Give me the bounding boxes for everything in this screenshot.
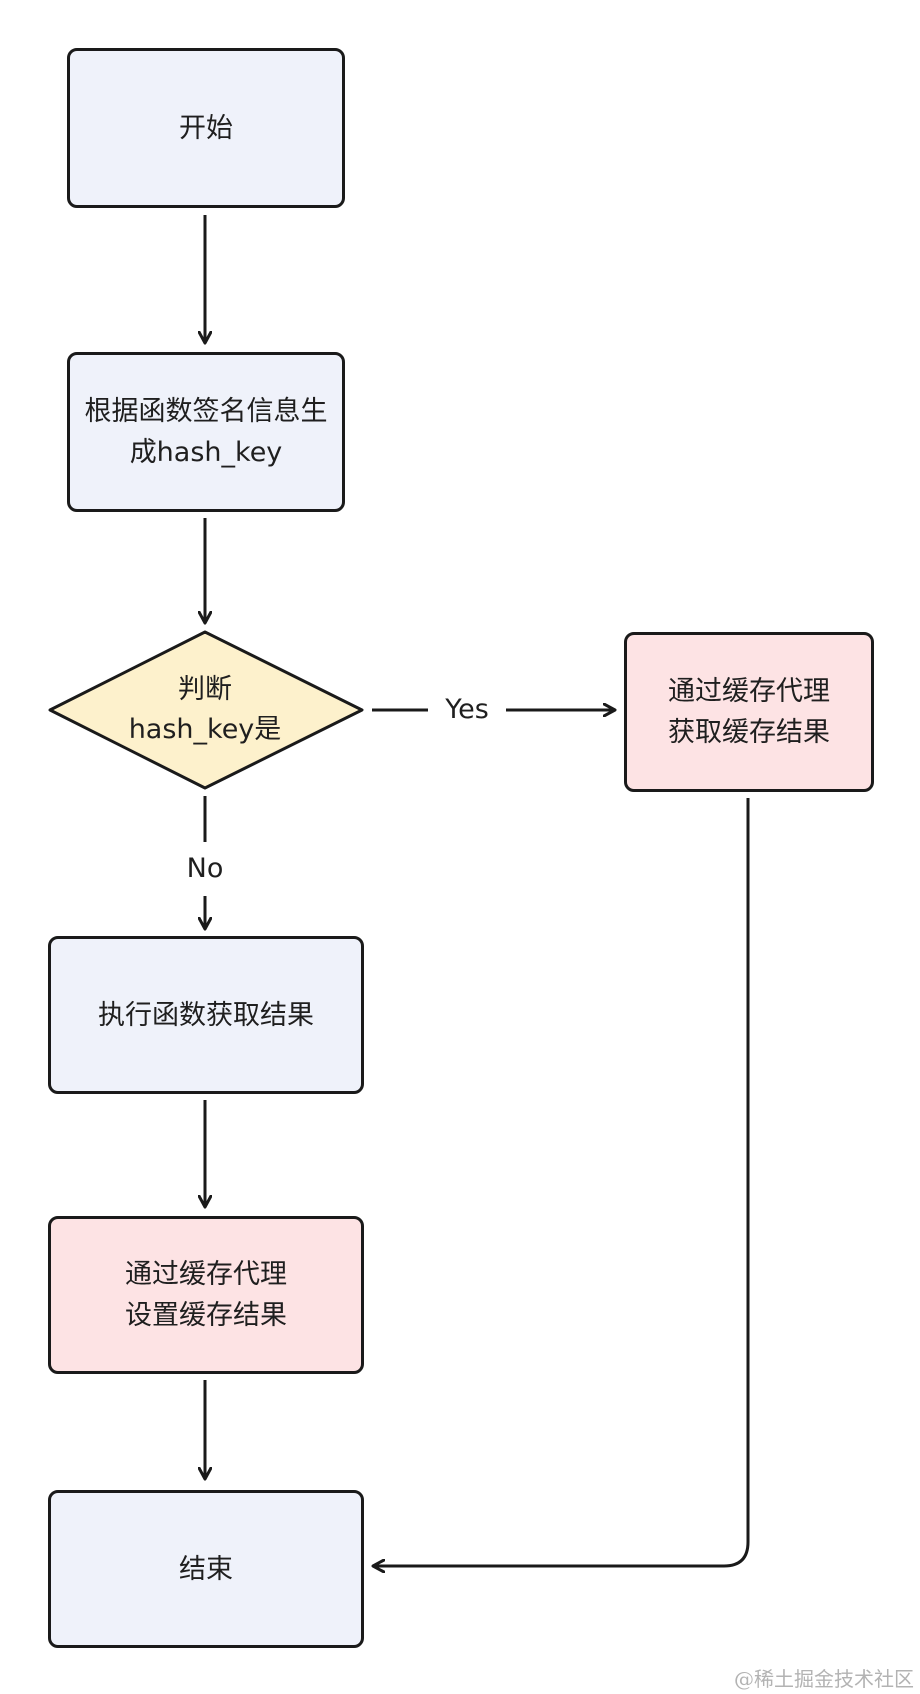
edge-cacheget-to-end	[374, 798, 750, 1566]
node-decision-label: 判断 hash_key是	[128, 674, 282, 745]
edge-label-no: No	[180, 851, 230, 887]
node-cache-set: 通过缓存代理 设置缓存结果	[48, 1216, 364, 1374]
node-start: 开始	[67, 48, 345, 208]
edge-label-yes: Yes	[436, 692, 498, 728]
node-generate-hash-key: 根据函数签名信息生 成hash_key	[67, 352, 345, 512]
watermark: @稀土掘金技术社区	[734, 1667, 914, 1691]
node-end: 结束	[48, 1490, 364, 1648]
node-cache-get: 通过缓存代理 获取缓存结果	[624, 632, 874, 792]
node-execute-function: 执行函数获取结果	[48, 936, 364, 1094]
decision-diamond	[48, 630, 364, 790]
